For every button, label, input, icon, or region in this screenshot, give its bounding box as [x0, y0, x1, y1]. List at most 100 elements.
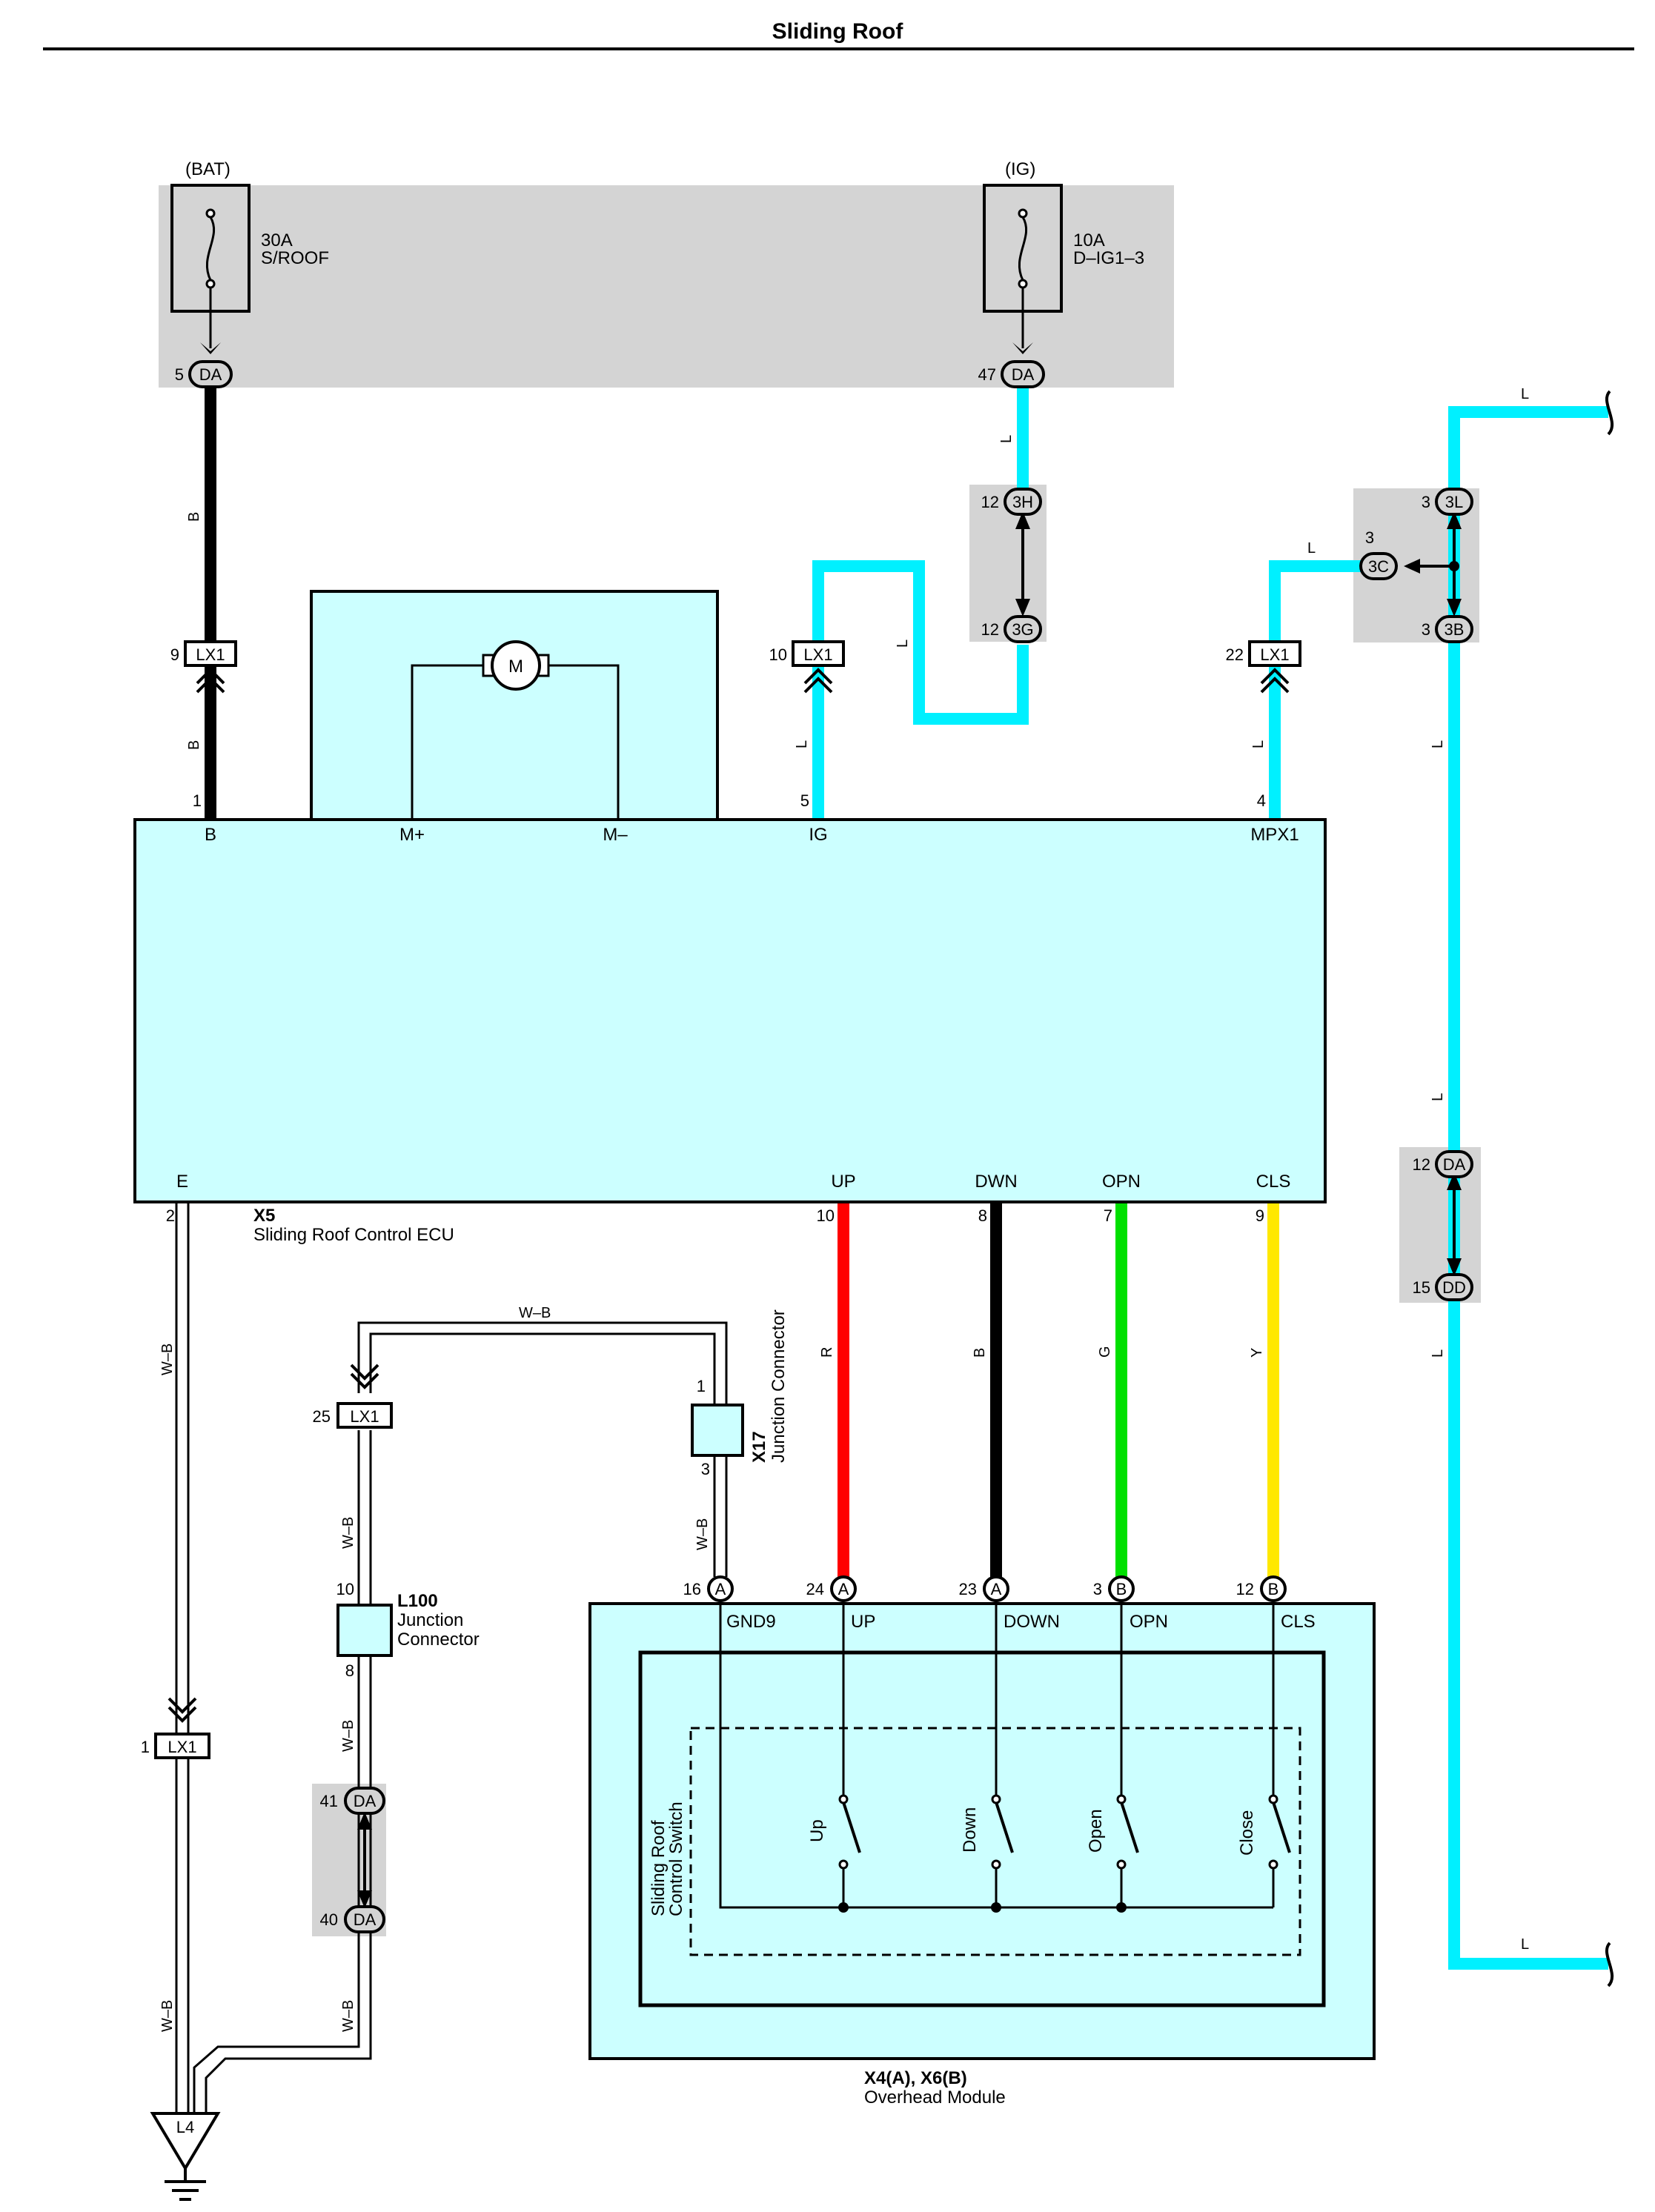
conn-3h-label: 3H: [1012, 493, 1033, 511]
fuse-bat-amp: 30A: [261, 230, 293, 250]
conn-lx1-10-pin: 10: [769, 645, 787, 664]
wire-label-wb-5: W–B: [340, 2000, 356, 2032]
wire-label-wb-3: W–B: [340, 1517, 356, 1549]
wire-label-l-bottom: L: [1521, 1936, 1529, 1953]
wire-label-l-top: L: [1521, 386, 1529, 402]
ecu-pin-ig-num: 5: [800, 791, 809, 810]
conn-3l-label: 3L: [1445, 493, 1463, 511]
conn-3g-pin: 12: [981, 620, 999, 639]
wire-label-l-3c: L: [1307, 540, 1316, 557]
wire-label-wb-1: W–B: [159, 1344, 176, 1375]
switch-wiring: [719, 1601, 1275, 1909]
wire-label-b-down: B: [972, 1348, 988, 1358]
fuse-ig-name: D–IG1–3: [1073, 248, 1144, 268]
conn-3h-pin: 12: [981, 493, 999, 511]
wire-label-b-1: B: [186, 512, 202, 522]
ecu-pin-mplus-label: M+: [399, 825, 425, 845]
ecu-pin-e-num: 2: [166, 1206, 175, 1225]
junction-dot-3: [1449, 561, 1459, 571]
arrow-3l-3b: [1404, 511, 1462, 617]
ecu-pin-opn-label: OPN: [1102, 1172, 1141, 1192]
x17-pin-top: 1: [697, 1377, 706, 1395]
module-pin-23-conn: A: [991, 1580, 1002, 1598]
wire-label-l-right2: L: [1430, 1093, 1446, 1101]
ground-icon: [165, 2168, 206, 2201]
ecu-pin-mminus-label: M–: [603, 825, 628, 845]
module-pin-gnd9-label: GND9: [726, 1612, 776, 1632]
wire-label-l-right1: L: [1430, 740, 1446, 748]
ecu-pin-opn-num: 7: [1104, 1206, 1112, 1225]
module-pin-16-conn: A: [715, 1580, 726, 1598]
conn-lx1-25-label: LX1: [350, 1407, 379, 1426]
ecu-pin-up-label: UP: [831, 1172, 855, 1192]
switch-junction-dots: [838, 1902, 1127, 1913]
wire-label-g: G: [1097, 1346, 1113, 1358]
conn-lx1-10: [792, 640, 845, 694]
conn-lx1-22-pin: 22: [1226, 645, 1244, 664]
conn-da-12-label: DA: [1443, 1155, 1466, 1174]
conn-3l: [1435, 488, 1473, 516]
switch-up-label: Up: [807, 1819, 827, 1842]
page-title: Sliding Roof: [772, 19, 904, 44]
conn-lx1-9: [184, 640, 237, 694]
conn-da-41: [344, 1787, 385, 1815]
wire-label-l-right3: L: [1430, 1349, 1446, 1358]
arrow-fuse-bat: [200, 342, 221, 354]
ecu-pin-b-label: B: [205, 825, 216, 845]
switch-name-2: Control Switch: [666, 1801, 686, 1916]
fuse-ig-icon: [1018, 208, 1028, 348]
conn-da-41-label: DA: [354, 1792, 377, 1810]
motor-box: [310, 590, 719, 821]
module-name: Overhead Module: [864, 2088, 1006, 2108]
switch-down-label: Down: [960, 1807, 980, 1853]
conn-da-40: [344, 1905, 385, 1933]
conn-3g-label: 3G: [1012, 620, 1033, 639]
x17-connector: [691, 1404, 744, 1457]
module-pin-24-num: 24: [806, 1580, 824, 1598]
conn-dd-15-label: DD: [1442, 1278, 1466, 1297]
conn-da-bat-pin: 5: [175, 365, 184, 384]
conn-da-bat: [188, 360, 233, 388]
wire-label-l-mpx1: L: [1250, 740, 1267, 748]
fuse-bat-icon: [205, 208, 216, 348]
conn-lx1-25: [336, 1364, 393, 1429]
wire-label-l-ig3: L: [794, 740, 810, 748]
ecu-pin-dwn-label: DWN: [975, 1172, 1017, 1192]
conn-da-12: [1435, 1150, 1473, 1178]
fuse-bat-source: (BAT): [185, 159, 230, 179]
conn-lx1-25-pin: 25: [313, 1407, 331, 1426]
conn-3h: [1004, 488, 1042, 516]
wire-break-bottom: [1605, 1942, 1614, 1987]
x17-name: Junction Connector: [769, 1309, 789, 1463]
conn-3b-label: 3B: [1445, 620, 1465, 639]
conn-da-bat-label: DA: [199, 365, 222, 384]
ecu-pin-b-num: 1: [193, 791, 202, 810]
x17-code: X17: [749, 1431, 769, 1463]
fuse-box-background: [159, 185, 1174, 388]
conn-da-40-label: DA: [354, 1910, 377, 1929]
conn-3b-pin: 3: [1422, 620, 1430, 639]
wire-label-l-ig2: L: [895, 640, 911, 648]
module-pin-opn-label: OPN: [1130, 1612, 1168, 1632]
switch-close-label: Close: [1237, 1810, 1257, 1856]
conn-da-12-pin: 12: [1413, 1155, 1430, 1174]
wire-l-ig-b: [812, 560, 1029, 819]
wire-break-top: [1605, 390, 1614, 436]
conn-lx1-1: [154, 1697, 210, 1759]
module-pin-12-num: 12: [1236, 1580, 1254, 1598]
ecu-pin-up-num: 10: [817, 1206, 835, 1225]
conn-3c-label: 3C: [1368, 557, 1389, 576]
l100-pin-top: 10: [336, 1580, 354, 1598]
ecu-box: [133, 818, 1327, 1203]
conn-lx1-10-label: LX1: [803, 645, 832, 664]
conn-da-ig-label: DA: [1012, 365, 1035, 384]
fuse-ig-amp: 10A: [1073, 230, 1105, 250]
l100-connector: [336, 1604, 393, 1657]
wire-label-wb-6: W–B: [694, 1518, 711, 1550]
module-pin-24-conn: A: [838, 1580, 849, 1598]
motor-label: M: [508, 657, 523, 677]
wire-label-wb-2: W–B: [159, 2000, 176, 2032]
ecu-name: Sliding Roof Control ECU: [253, 1225, 454, 1245]
l100-name2: Connector: [397, 1630, 480, 1650]
